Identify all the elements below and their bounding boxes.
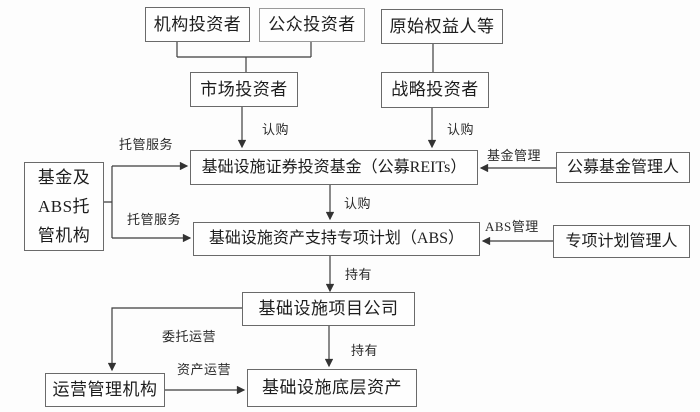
node-market-investor: 市场投资者 xyxy=(190,72,298,107)
node-original-equity-holder: 原始权益人等 xyxy=(381,9,503,44)
edge-label-custody-service-abs: 托管服务 xyxy=(127,212,182,227)
investor-merge-connector xyxy=(176,42,312,72)
edge-label-hold-project: 持有 xyxy=(345,267,373,282)
edge-label-subscribe-strategic: 认购 xyxy=(447,122,475,137)
node-underlying-asset: 基础设施底层资产 xyxy=(247,369,417,407)
edge-label-subscribe-reits-abs: 认购 xyxy=(344,196,372,211)
custodian-label-line: ABS托 xyxy=(37,196,91,216)
node-reits-fund: 基础设施证券投资基金（公募REITs） xyxy=(190,150,478,185)
edge-label-asset-operation: 资产运营 xyxy=(177,362,232,377)
custodian-label-line: 基金及 xyxy=(37,167,91,187)
node-abs-plan: 基础设施资产支持专项计划（ABS） xyxy=(193,222,480,256)
node-public-fund-manager: 公募基金管理人 xyxy=(556,152,690,183)
edge-label-subscribe-market: 认购 xyxy=(262,122,290,137)
edge-label-hold-asset: 持有 xyxy=(351,343,379,358)
node-operation-manager: 运营管理机构 xyxy=(45,373,165,407)
node-custodian: 基金及 ABS托 管机构 xyxy=(24,162,104,251)
entrusted-operation-arrow xyxy=(107,307,242,372)
custodian-trunk-connector xyxy=(104,166,113,238)
edge-label-entrusted-operation: 委托运营 xyxy=(162,329,217,344)
edge-label-abs-management: ABS管理 xyxy=(485,219,539,234)
edge-label-fund-management: 基金管理 xyxy=(487,148,542,163)
node-project-company: 基础设施项目公司 xyxy=(242,292,415,326)
node-institutional-investor: 机构投资者 xyxy=(145,7,250,42)
node-public-investor: 公众投资者 xyxy=(259,8,365,42)
node-special-plan-manager: 专项计划管理人 xyxy=(553,225,690,258)
edge-label-custody-service-reits: 托管服务 xyxy=(119,137,174,152)
node-strategic-investor: 战略投资者 xyxy=(381,72,489,108)
custodian-label-line: 管机构 xyxy=(37,226,91,246)
